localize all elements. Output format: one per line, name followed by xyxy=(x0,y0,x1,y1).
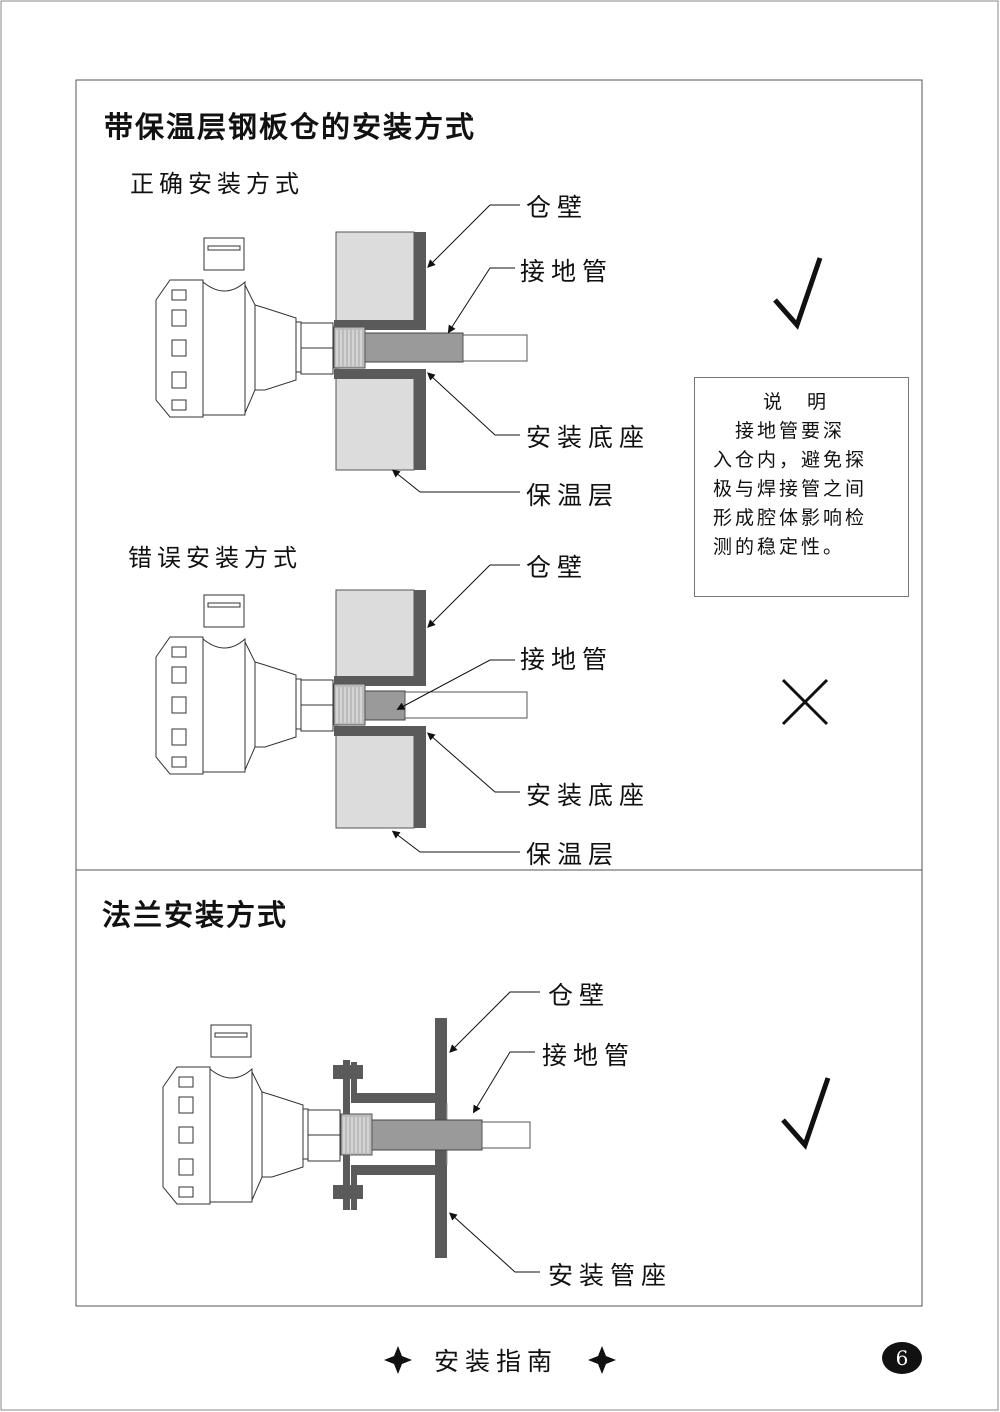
label-insulation: 保温层 xyxy=(526,840,620,869)
label-mount-base: 安装底座 xyxy=(526,781,651,810)
section1-title: 带保温层钢板仓的安装方式 xyxy=(104,110,477,144)
flange-install-diagram xyxy=(162,991,831,1273)
note-line: 入仓内，避免探 xyxy=(713,449,868,471)
label-bin-wall: 仓壁 xyxy=(548,981,611,1010)
star-icon xyxy=(384,1346,412,1374)
note-line: 极与焊接管之间 xyxy=(713,478,868,500)
content-frame xyxy=(75,79,923,1307)
note-box: 说 明 接地管要深 入仓内，避免探 极与焊接管之间 形成腔体影响检 测的稳定性。 xyxy=(694,377,909,597)
label-insulation: 保温层 xyxy=(526,481,620,510)
check-mark-icon xyxy=(781,1077,831,1150)
label-bin-wall: 仓壁 xyxy=(526,553,589,582)
note-heading: 说 明 xyxy=(763,391,830,413)
label-mount-pipe-seat: 安装管座 xyxy=(548,1261,673,1290)
cross-mark-icon xyxy=(781,678,829,726)
label-ground-pipe: 接地管 xyxy=(520,645,614,674)
correct-install-diagram xyxy=(155,204,823,493)
note-line: 测的稳定性。 xyxy=(713,536,846,558)
star-icon xyxy=(588,1346,616,1374)
note-line: 形成腔体影响检 xyxy=(713,507,868,529)
label-ground-pipe: 接地管 xyxy=(520,257,614,286)
wrong-subtitle: 错误安装方式 xyxy=(128,544,302,572)
note-line: 接地管要深 xyxy=(713,420,846,442)
footer-title: 安装指南 xyxy=(434,1347,559,1376)
section2-title: 法兰安装方式 xyxy=(102,898,289,932)
correct-subtitle: 正确安装方式 xyxy=(130,170,304,198)
label-ground-pipe: 接地管 xyxy=(542,1041,636,1070)
wrong-install-diagram xyxy=(155,564,829,853)
page-number: 6 xyxy=(882,1342,922,1374)
label-bin-wall: 仓壁 xyxy=(526,193,589,222)
check-mark-icon xyxy=(773,257,823,330)
label-mount-base: 安装底座 xyxy=(526,423,651,452)
